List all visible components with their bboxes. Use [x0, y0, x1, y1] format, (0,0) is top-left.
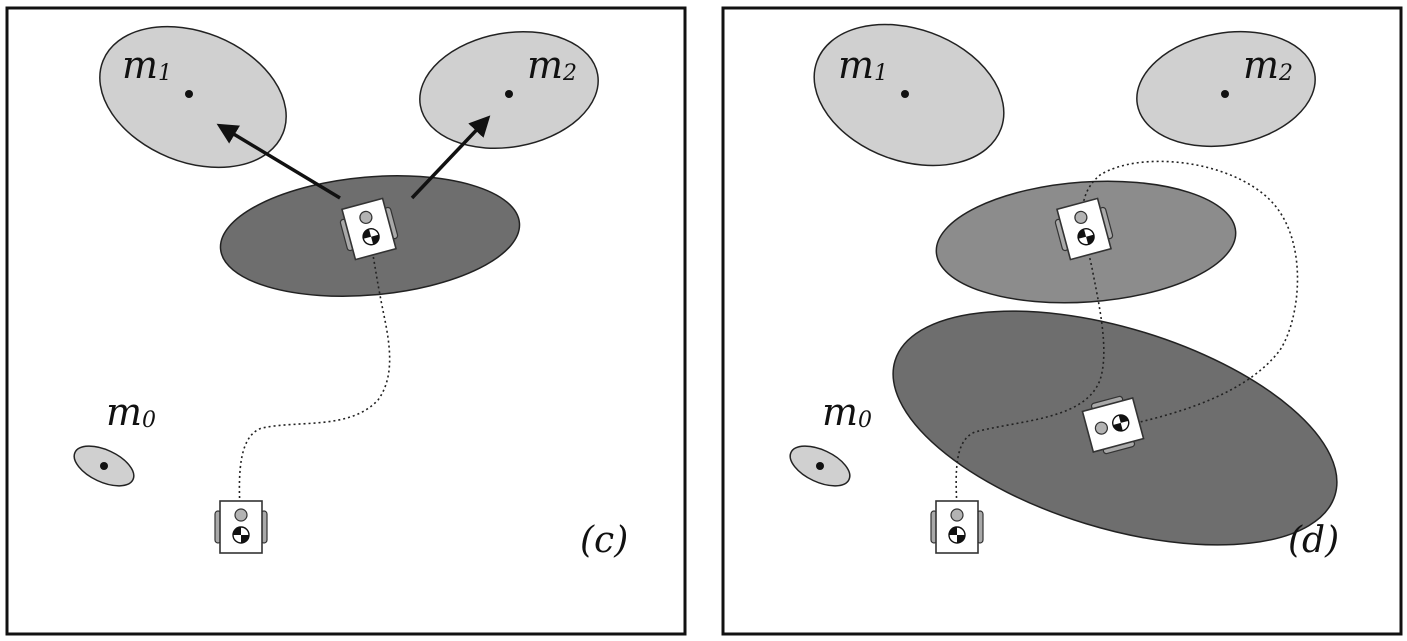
landmark-m2-label: m2: [527, 43, 577, 87]
landmark-m2-ellipse: [1136, 30, 1316, 148]
panel-c: m1 m2 m0 (c): [5, 6, 687, 636]
robot-trajectory: [238, 239, 391, 509]
landmark-m1-label: m1: [838, 43, 888, 87]
landmark-m0-point: [816, 462, 824, 470]
panel-label-c: (c): [580, 520, 628, 561]
robot-start: [930, 500, 984, 554]
landmark-m0-label: m0: [822, 390, 872, 434]
landmark-m0-point: [100, 462, 108, 470]
panel-d: m1 m2 m0 (d): [721, 6, 1403, 636]
robot-start: [214, 500, 268, 554]
robot-trajectory: [955, 160, 1299, 509]
measurement-arrow-m2: [410, 115, 491, 200]
landmark-m1-ellipse: [813, 23, 1005, 167]
measurement-arrow-m1: [216, 123, 341, 200]
landmark-m1-label: m1: [122, 43, 172, 87]
panel-label-d: (d): [1288, 520, 1339, 561]
landmark-m0-label: m0: [106, 390, 156, 434]
landmark-m1-point: [901, 90, 909, 98]
landmark-m2-point: [1221, 90, 1229, 98]
landmark-m2-label: m2: [1243, 43, 1293, 87]
landmark-m2-point: [505, 90, 513, 98]
landmark-m1-point: [185, 90, 193, 98]
